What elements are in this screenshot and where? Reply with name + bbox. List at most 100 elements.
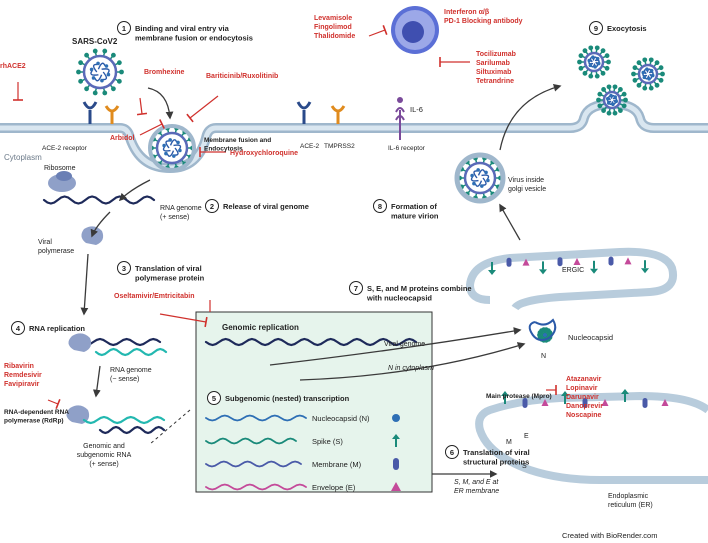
ergic-envelope-protein-5 [573,258,581,265]
inhibit-oseltamivir [159,313,207,323]
genomic-rna-label-line: subgenomic RNA [77,452,132,459]
viral-polymerase-label-line: Viral [38,239,52,246]
virus-exocytosis-1-spike-head [588,73,594,79]
transcript-icon-2 [393,458,399,470]
endosome [148,124,196,172]
virus-endocytosed [149,125,195,171]
virus-golgi-vesicle-envelope [463,161,497,195]
drug-oseltamivir-line: Oseltamivir/Emtricitabin [114,293,195,300]
virus-extracellular-spike-head [111,86,116,92]
rna-replication-minus [94,347,168,357]
arrow-n-cytoplasm [299,342,526,381]
virus-exocytosis-3-nucleocapsid [611,102,615,107]
er-spike-0-head [501,391,509,396]
virus-exocytosis-1-nucleocapsid [596,61,601,66]
drug-protease-line: Darunavir [566,394,599,401]
step-2-text: Release of viral genome [223,202,309,211]
ergic-spike-9-head [641,268,649,274]
transcript-label-0: Nucleocapsid (N) [312,414,370,423]
er-e-label-line: E [524,433,529,440]
rna-genome-minus-label: RNA genome(− sense) [110,367,152,383]
virus-extracellular-nucleocapsid [91,76,96,80]
transcript-label-0-line: Nucleocapsid (N) [312,414,370,423]
il6-label-line: IL-6 [410,105,423,114]
membrane-fusion-label-line: Endocytosis [204,146,243,153]
rhace2-label-line: rhACE2 [0,63,26,70]
transcript-wave-0 [205,414,307,422]
transcript-label-3-line: Envelope (E) [312,483,356,492]
inhibit-bromhexine [139,97,143,115]
drug-hcq-line: Hydroxychloroquine [230,150,298,157]
virus-exocytosis-1-nucleocapsid [595,56,600,61]
virus-exocytosis-2-envelope [637,63,659,85]
ace2-label-line: ACE-2 [300,143,320,150]
virus-golgi-vesicle-nucleocapsid [480,184,484,188]
nucleocapsid-core-nucleocapsid [543,333,547,337]
drug-baricitinib: Bariticinib/Ruxolitinib [206,73,278,80]
virus-endocytosed-nucleocapsid [178,148,182,153]
ace2-receptor-right-cup [296,101,312,110]
er-envelope-protein-2 [541,399,549,406]
virus-exocytosis-2-spike-head [648,85,654,91]
golgi-vesicle [454,152,506,204]
nucleocapsid-label: Nucleocapsid [568,333,613,342]
er-spike-3-head [561,391,569,396]
inhibit-baricitinib-bar [186,113,194,123]
sme-er-label-line: S, M, and E at [454,479,499,486]
genomic-rna-label-line: (+ sense) [89,461,118,468]
virus-exocytosis-1-spike-head [600,48,606,54]
step-9-text-line: Exocytosis [607,24,647,33]
step-4-text-line: RNA replication [29,324,85,333]
ace2-receptor-label: ACE-2 receptor [42,145,88,152]
step-6-number: 6 [450,448,454,457]
tmprss2-label-line: TMPRSS2 [324,143,355,150]
ergic-envelope-protein-2 [522,258,530,266]
viral-genome-label-line: Viral genome [384,341,425,348]
virus-exocytosis-3-nucleocapsid [609,93,613,98]
transcript-icon-0 [392,414,400,422]
transcript-wave-3 [205,483,307,491]
il6-ligand [397,97,403,103]
virus-exocytosis-2-nucleocapsid [650,73,655,78]
step-4-badge [11,321,25,335]
inhibit-arbidol [139,123,163,136]
drug-rdrp-line: Remdesivir [4,372,42,379]
virus-exocytosis-1-spike-head [582,70,588,76]
virus-exocytosis-3-spike-head [612,110,618,116]
il6-label: IL-6 [410,105,423,114]
ergic-membrane-protein-4 [557,257,563,267]
virus-extracellular-spike-head [92,48,98,54]
drug-il6-line: Siltuximab [476,69,511,76]
step-4-text: RNA replication [29,324,85,333]
virus-exocytosis-3-spike-head [621,91,627,97]
virus-golgi-vesicle-nucleocapsid [476,168,480,172]
ergic-membrane [465,247,677,311]
ergic-label: ERGIC [562,267,584,274]
virus-exocytosis-2-spike-head [654,82,660,88]
genomic-replication-label: Genomic replication [222,323,299,332]
virus-extracellular-envelope [82,54,118,90]
virus-extracellular-spike-head [116,78,122,84]
virus-exocytosis-2-nucleocapsid [647,77,651,81]
step-4-number: 4 [16,324,21,333]
virus-exocytosis-3-nucleocapsid [614,99,619,104]
virus-endocytosed-nucleocapsid [162,143,166,148]
virus-exocytosis-3-spike-head [597,91,603,97]
arrow-to-rdrp [92,365,101,398]
rna-genome-minus-label-line: RNA genome [110,367,152,374]
virus-extracellular-spike-head [102,90,108,96]
virus-golgi-vesicle-nucleocapsid [486,178,490,183]
n-label: N [541,353,546,360]
virus-golgi-label-line: Virus inside [508,177,544,184]
sme-er-label-line: ER membrane [454,488,499,495]
virus-exocytosis-3-spike-head [597,103,603,109]
virus-exocytosis-2-spike-head [654,60,660,66]
inhibit-immuno [368,29,386,37]
drug-immuno-line: Levamisole [314,15,352,22]
drug-oseltamivir: Oseltamivir/Emtricitabin [114,293,195,300]
